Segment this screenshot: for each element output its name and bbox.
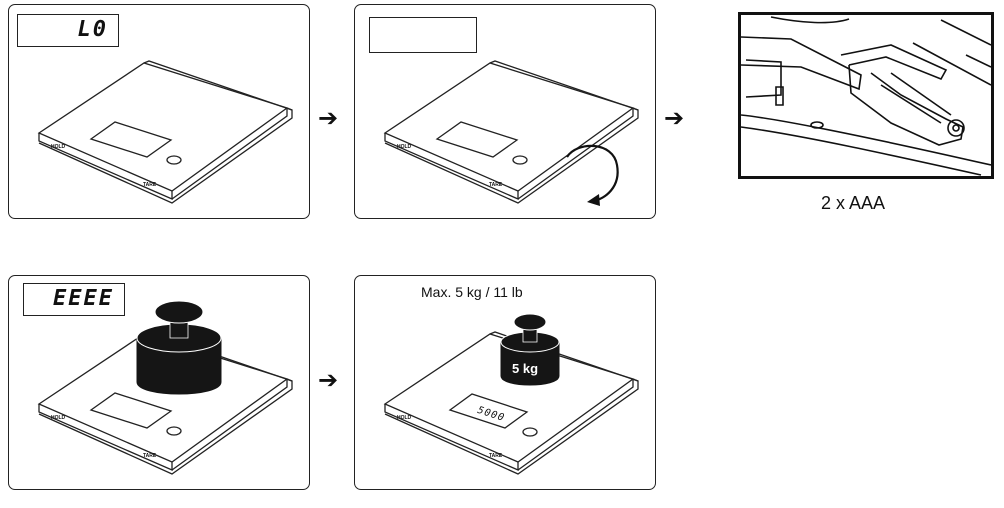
weight-icon — [500, 313, 560, 386]
arrow-right-icon: ➔ — [318, 104, 339, 132]
arrow-right-icon: ➔ — [664, 104, 685, 132]
battery-caption: 2 x AAA — [821, 193, 886, 213]
tare-label: TARE — [143, 182, 157, 188]
tare-label: TARE — [143, 453, 157, 459]
hold-label: HOLD — [51, 415, 66, 421]
scale-illustration — [37, 60, 293, 204]
scale-display — [369, 17, 477, 53]
battery-icon — [741, 16, 991, 176]
step-panel-flip-scale: HOLD TARE — [354, 4, 656, 219]
hold-label: HOLD — [397, 144, 412, 150]
scale-illustration — [37, 300, 293, 475]
weight-icon — [136, 300, 222, 395]
hold-label: HOLD — [397, 415, 412, 421]
max-capacity-label: Max. 5 kg / 11 lb — [421, 284, 523, 300]
tare-label: TARE — [489, 182, 503, 188]
hold-label: HOLD — [51, 144, 66, 150]
weight-label: 5 kg — [512, 361, 539, 376]
tare-label: TARE — [489, 453, 503, 459]
scale-display: L0 — [17, 14, 119, 47]
scale-illustration — [383, 60, 639, 206]
step-panel-low-battery: L0 HOLD TARE — [8, 4, 310, 219]
scale-illustration — [383, 313, 639, 475]
battery-compartment-image — [738, 12, 994, 179]
arrow-right-icon: ➔ — [318, 366, 339, 394]
step-panel-max-capacity: Max. 5 kg / 11 lb 5 kg 5000 HOLD TARE — [354, 275, 656, 490]
scale-display: EEEE — [23, 283, 125, 316]
step-panel-overload: EEEE HOLD TARE — [8, 275, 310, 490]
rotate-arrow-icon — [566, 144, 619, 206]
